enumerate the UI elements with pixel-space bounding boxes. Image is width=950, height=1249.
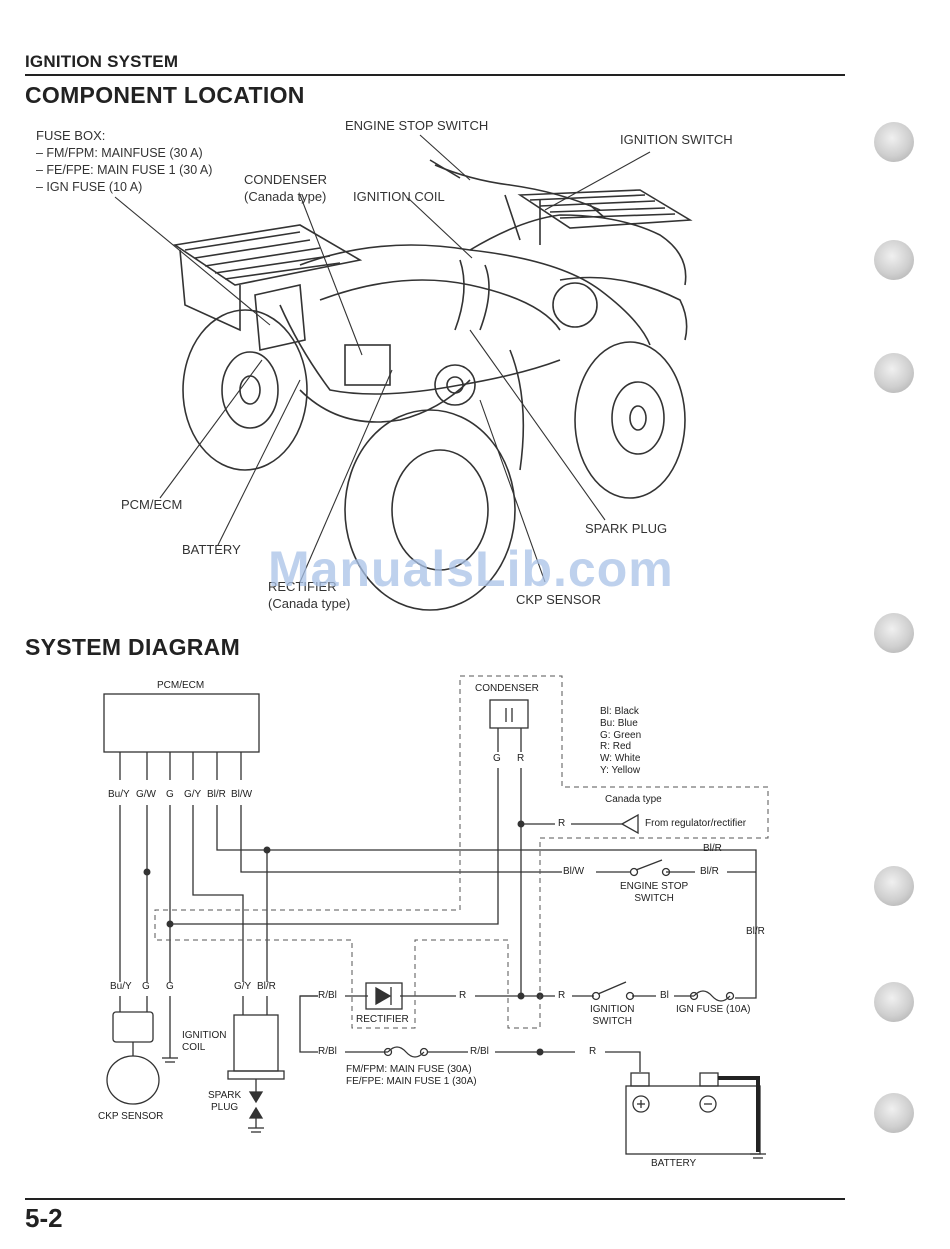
spark-plug-label: SPARK PLUG [585,521,668,536]
section-tab[interactable] [874,122,914,162]
condenser-label: CONDENSER [244,172,328,187]
pcm-pin-label: Bu/Y [108,789,130,800]
ckp-sensor-label: CKP SENSOR [98,1111,164,1122]
atv-illustration [114,134,693,611]
header-rule [25,74,845,76]
ckp-pin-label: Bu/Y [110,981,132,992]
wire-label: R/Bl [318,1046,337,1057]
rectifier-label: RECTIFIER [268,579,337,594]
condenser-note: (Canada type) [244,189,327,204]
spark-plug-label: SPARK PLUG [208,1090,242,1113]
rectifier-label: RECTIFIER [356,1014,409,1025]
main-fuse-label: FM/FPM: MAIN FUSE (30A) FE/FPE: MAIN FUS… [346,1064,477,1087]
ignition-coil-label: IGNITION COIL [182,1030,227,1053]
section-tab[interactable] [874,1093,914,1133]
wiring-diagram [103,675,769,1159]
pcm-ecm-label: PCM/ECM [121,497,183,512]
page-number: 5-2 [25,1203,63,1233]
system-diagram-title: SYSTEM DIAGRAM [25,634,241,660]
watermark: ManualsLib.com [268,541,674,597]
fuse-box-line: – IGN FUSE (10 A) [36,180,143,194]
pcm-pin-label: G/Y [184,789,202,800]
wire-label: R [589,1046,597,1057]
section-tab[interactable] [874,613,914,653]
wire-label: Bl/R [746,926,765,937]
section-tab[interactable] [874,866,914,906]
ign-fuse-label: IGN FUSE (10A) [676,1004,751,1015]
ckp-sensor-label: CKP SENSOR [516,592,602,607]
canada-type-label: Canada type [605,794,662,805]
pcm-ecm-label: PCM/ECM [157,680,205,691]
condenser-pin-label: R [517,753,525,764]
ignition-switch-label: IGNITION SWITCH [590,1004,635,1027]
wire-label: Bl/R [703,843,722,854]
fuse-box-label: FUSE BOX: [36,128,106,143]
wire-label: R [558,990,566,1001]
coil-pin-label: G/Y [234,981,252,992]
wire-label: R/Bl [470,1046,489,1057]
pcm-pin-label: Bl/R [207,789,226,800]
pcm-pin-label: G/W [136,789,156,800]
section-tab[interactable] [874,982,914,1022]
battery-label: BATTERY [651,1158,697,1169]
engine-stop-switch-label: ENGINE STOP SWITCH [345,118,489,133]
wire-label: Bl/R [700,866,719,877]
ignition-switch-label: IGNITION SWITCH [620,132,733,147]
section-tab[interactable] [874,240,914,280]
wire-label: R [459,990,467,1001]
wire-label: Bl [660,990,669,1001]
wire-label: R [558,818,566,829]
section-title: IGNITION SYSTEM [25,52,179,71]
wire-label: Bl/W [563,866,585,877]
color-legend: Bl: Black Bu: Blue G: Green R: Red W: Wh… [600,706,642,776]
ignition-coil-label: IGNITION COIL [353,189,445,204]
section-tab[interactable] [874,353,914,393]
fuse-box-line: – FM/FPM: MAINFUSE (30 A) [36,146,203,160]
ckp-pin-label: G [142,981,150,992]
condenser-pin-label: G [493,753,501,764]
from-regulator-label: From regulator/rectifier [645,818,747,829]
fuse-box-line: – FE/FPE: MAIN FUSE 1 (30 A) [36,163,213,177]
engine-stop-switch-label: ENGINE STOP SWITCH [620,881,689,904]
pcm-pin-label: G [166,789,174,800]
pcm-pin-label: Bl/W [231,789,253,800]
ckp-pin-label: G [166,981,174,992]
battery-label: BATTERY [182,542,241,557]
condenser-box-label: CONDENSER [475,683,539,694]
footer-rule [25,1198,845,1200]
page-title: COMPONENT LOCATION [25,82,305,108]
wire-label: R/Bl [318,990,337,1001]
coil-pin-label: Bl/R [257,981,276,992]
rectifier-note: (Canada type) [268,596,351,611]
